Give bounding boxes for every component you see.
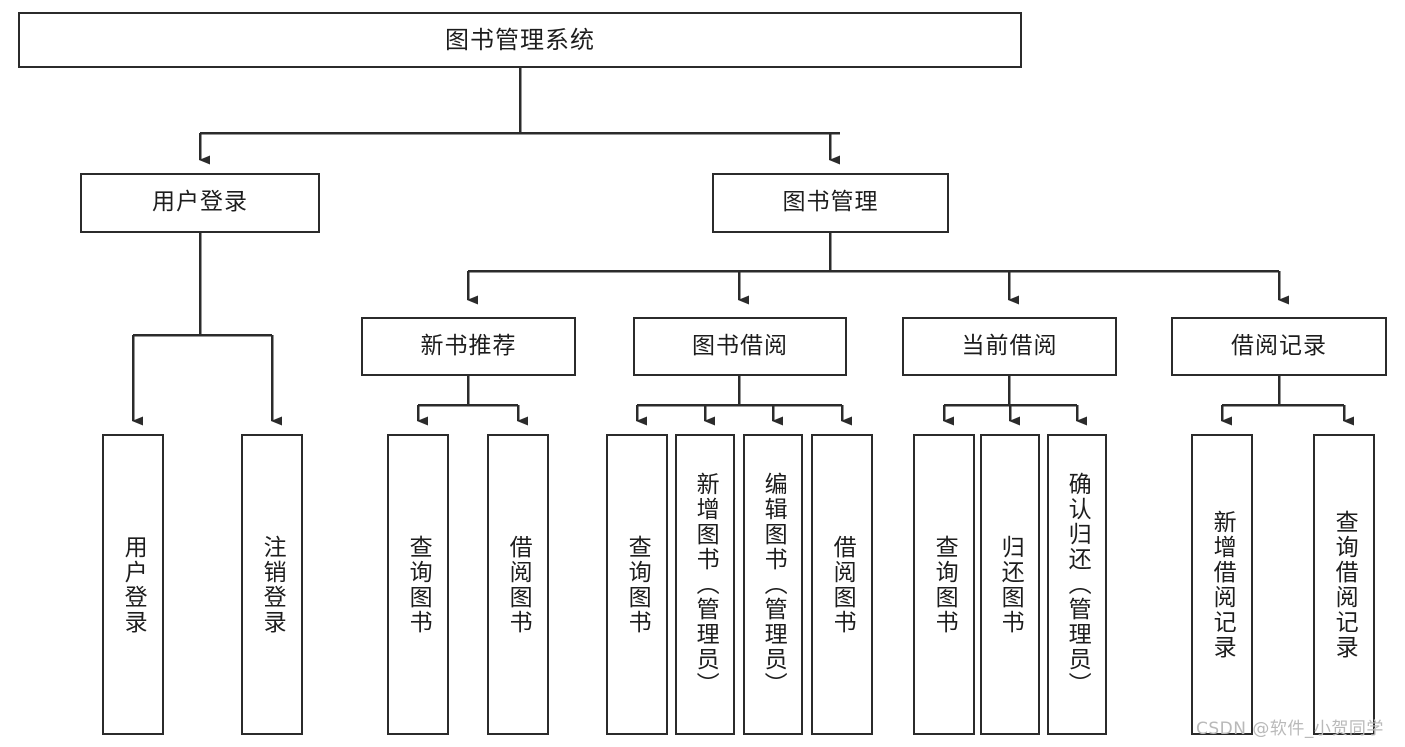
node-leaf-user-login-1-label: 用户登录: [120, 534, 147, 635]
node-leaf-user-login-2[interactable]: 注销登录: [241, 434, 303, 735]
node-leaf-user-login-1[interactable]: 用户登录: [102, 434, 164, 735]
node-leaf-record-2-label: 查询借阅记录: [1331, 509, 1358, 660]
node-book-manage-label: 图书管理: [782, 189, 879, 216]
node-user-login[interactable]: 用户登录: [80, 173, 320, 233]
node-root-label: 图书管理系统: [445, 25, 595, 54]
node-current-borrow[interactable]: 当前借阅: [902, 317, 1117, 376]
node-leaf-recommend-1[interactable]: 查询图书: [387, 434, 449, 735]
watermark-text: CSDN @软件_小贺同学: [1196, 719, 1384, 739]
node-leaf-current-2[interactable]: 归还图书: [980, 434, 1040, 735]
node-leaf-current-3[interactable]: 确认归还（管理员）: [1047, 434, 1107, 735]
node-leaf-borrow-4[interactable]: 借阅图书: [811, 434, 873, 735]
node-leaf-borrow-2-label: 新增图书（管理员）: [692, 472, 719, 697]
node-book-borrow[interactable]: 图书借阅: [633, 317, 847, 376]
node-borrow-record-label: 借阅记录: [1231, 332, 1327, 359]
node-leaf-borrow-1[interactable]: 查询图书: [606, 434, 668, 735]
node-leaf-record-1[interactable]: 新增借阅记录: [1191, 434, 1253, 735]
node-leaf-borrow-3[interactable]: 编辑图书（管理员）: [743, 434, 803, 735]
node-book-borrow-label: 图书借阅: [692, 332, 788, 359]
node-user-login-label: 用户登录: [152, 189, 248, 216]
node-leaf-current-1[interactable]: 查询图书: [913, 434, 975, 735]
node-leaf-borrow-3-label: 编辑图书（管理员）: [760, 472, 787, 697]
node-book-manage[interactable]: 图书管理: [712, 173, 949, 233]
node-leaf-record-1-label: 新增借阅记录: [1209, 509, 1236, 660]
node-leaf-record-2[interactable]: 查询借阅记录: [1313, 434, 1375, 735]
node-leaf-borrow-1-label: 查询图书: [624, 534, 651, 635]
node-new-book-recommend-label: 新书推荐: [420, 332, 517, 359]
node-leaf-current-3-label: 确认归还（管理员）: [1064, 472, 1091, 697]
node-root[interactable]: 图书管理系统: [18, 12, 1022, 68]
node-new-book-recommend[interactable]: 新书推荐: [361, 317, 576, 376]
node-borrow-record[interactable]: 借阅记录: [1171, 317, 1387, 376]
node-leaf-borrow-4-label: 借阅图书: [829, 534, 856, 635]
node-leaf-recommend-2-label: 借阅图书: [505, 534, 532, 635]
node-leaf-recommend-1-label: 查询图书: [405, 534, 432, 635]
node-leaf-current-2-label: 归还图书: [997, 534, 1024, 635]
node-current-borrow-label: 当前借阅: [961, 332, 1058, 359]
node-leaf-borrow-2[interactable]: 新增图书（管理员）: [675, 434, 735, 735]
node-leaf-user-login-2-label: 注销登录: [259, 534, 286, 635]
node-leaf-recommend-2[interactable]: 借阅图书: [487, 434, 549, 735]
node-leaf-current-1-label: 查询图书: [931, 534, 958, 635]
